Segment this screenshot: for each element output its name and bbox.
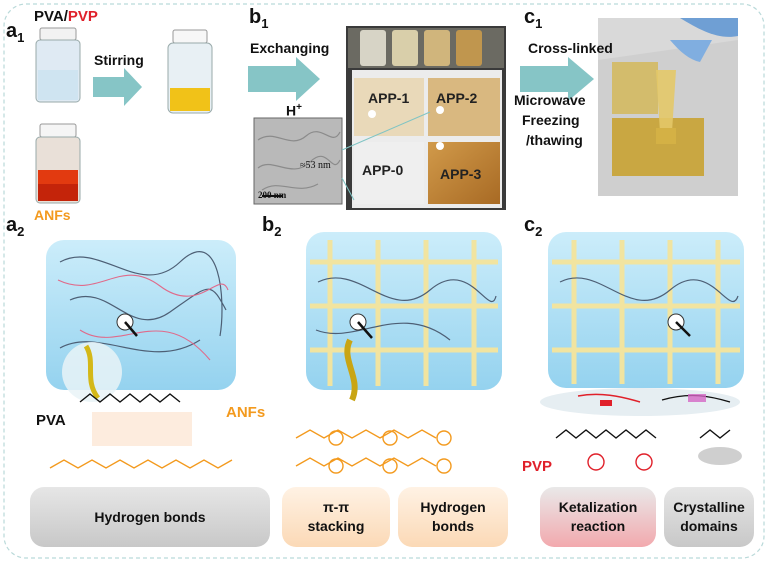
chain-schematic-c [555,429,742,471]
panel-label-c1: c1 [524,6,543,31]
arrow-right-icon [93,68,142,106]
vial-pva-pvp [35,27,81,103]
panel-label-b2: b2 [262,214,282,239]
gel-cube-b [306,232,502,402]
panel-label-c2: c2 [524,214,543,239]
step-label-freezing: Freezing [522,112,580,128]
gel-cube-a [46,240,236,402]
step-label-proton: H+ [286,102,302,119]
box-bg-b1 [282,487,390,547]
tem-dimension: ≈53 nm [300,160,331,171]
film-label-app2: APP-2 [436,90,478,106]
film-label-app0: APP-0 [362,162,404,178]
vial-label-anfs: ANFs [34,207,71,223]
photo-hydrogel [598,18,738,196]
arrow-right-icon [248,57,320,101]
film-label-app1: APP-1 [368,90,410,106]
tem-image [253,117,343,205]
step-label-exchanging: Exchanging [250,40,330,56]
photo-films [346,26,506,210]
panel-label-a1: a1 [6,20,25,45]
vial-anfs [35,123,81,204]
box-bg-a [30,487,270,547]
film-label-app3: APP-3 [440,166,482,182]
chain-label-anfs: ANFs [226,404,266,421]
panel-label-a2: a2 [6,214,25,239]
box-bg-c1 [540,487,656,547]
chain-schematic-b [295,429,452,474]
box-bg-b2 [398,487,508,547]
step-label-cross-linked: Cross-linked [528,40,613,56]
arrow-right-icon [520,57,594,101]
panel-label-b1: b1 [249,6,269,31]
gel-cube-c [540,232,744,416]
chain-label-pva: PVA [36,412,66,429]
step-label-stirring: Stirring [94,52,144,68]
box-bg-c2 [664,487,754,547]
vial-mixture [167,29,213,114]
tem-scale-bar: 200 nm [258,190,287,200]
mechanism-hydrogen-bonds-a: Hydrogen bonds [94,508,206,525]
step-label-microwave: Microwave [514,92,586,108]
outer-frame [3,3,765,559]
step-label-thawing: /thawing [526,132,583,148]
chain-schematic-a [49,393,233,469]
vial-label-pva: PVA/PVP [34,8,98,25]
chain-label-pvp: PVP [522,458,553,475]
